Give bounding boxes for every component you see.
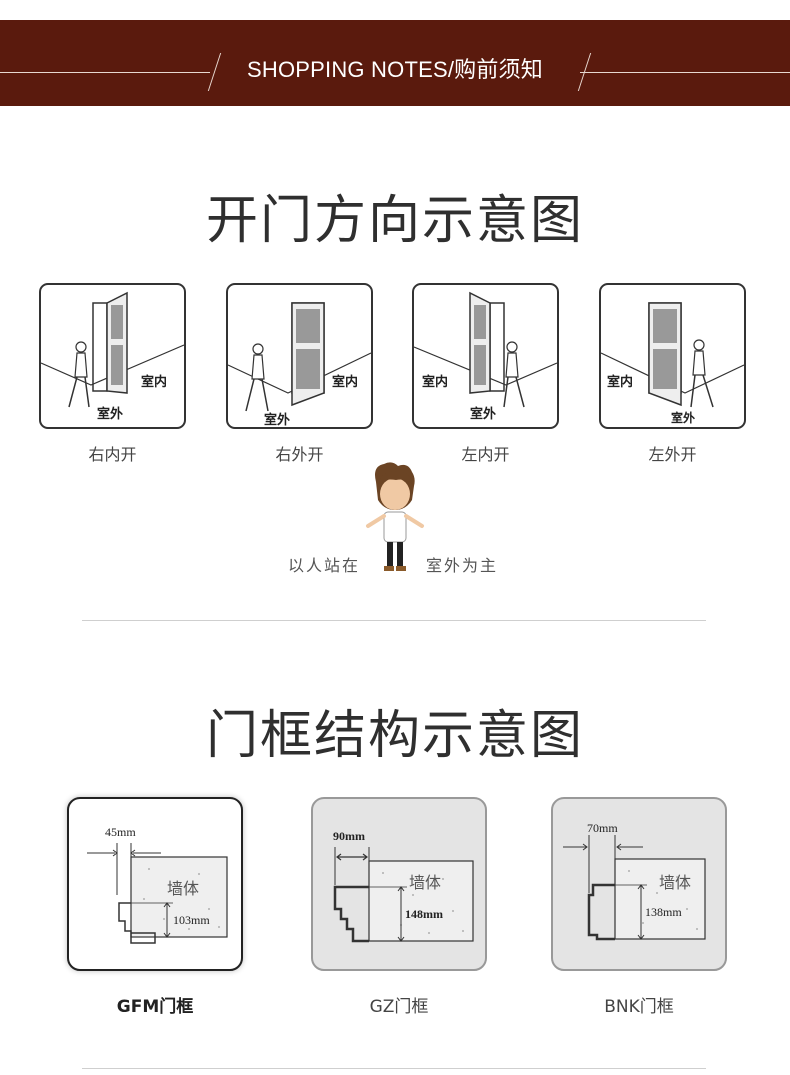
frame-diagram-gz [333, 847, 474, 943]
wall-label: 墙体 [167, 879, 200, 898]
door-card-right-in: 室内 室外 [39, 283, 186, 429]
wall-label: 墙体 [659, 873, 692, 892]
door-diagram-right-out [228, 302, 371, 412]
door-card-left-in: 室内 室外 [412, 283, 559, 429]
banner-right-line [580, 72, 790, 73]
door-card-right-out: 室内 室外 [226, 283, 373, 429]
door-caption-left-out: 左外开 [648, 445, 697, 464]
frame-diagram-gfm [87, 843, 228, 944]
label-outside: 室外 [671, 411, 696, 425]
depth-label: 148mm [405, 907, 443, 921]
depth-label: 103mm [173, 913, 210, 927]
door-diagram-right-in [41, 291, 184, 408]
width-label: 70mm [587, 821, 618, 835]
frame-card-bnk[interactable]: 70mm 墙体 138mm [551, 797, 727, 971]
width-label: 90mm [333, 829, 365, 843]
banner-left-line [0, 72, 210, 73]
section-divider [82, 620, 706, 621]
door-caption-left-in: 左内开 [461, 445, 510, 464]
banner-title: SHOPPING NOTES/购前须知 [247, 57, 543, 82]
standing-person-icon [366, 462, 424, 571]
frame-caption-bnk: BNK门框 [604, 997, 674, 1017]
frame-caption-gz: GZ门框 [369, 997, 429, 1017]
label-inside: 室内 [422, 375, 449, 390]
door-frame-title: 门框结构示意图 [205, 706, 584, 766]
label-inside: 室内 [607, 375, 634, 390]
label-inside: 室内 [141, 375, 168, 390]
label-outside: 室外 [470, 407, 497, 422]
door-caption-right-out: 右外开 [275, 445, 324, 464]
frame-caption-gfm: GFM门框 [116, 997, 194, 1017]
depth-label: 138mm [645, 905, 682, 919]
frame-card-gfm[interactable]: 45mm 墙体 103mm [67, 797, 243, 971]
bottom-divider [82, 1068, 706, 1069]
width-label: 45mm [105, 825, 136, 839]
label-inside: 室内 [332, 375, 359, 390]
shopping-notes-banner: SHOPPING NOTES/购前须知 [0, 20, 790, 106]
door-diagram-left-in [414, 291, 557, 408]
door-caption-right-in: 右内开 [88, 445, 137, 464]
door-direction-title: 开门方向示意图 [205, 191, 584, 251]
wall-label: 墙体 [409, 873, 442, 892]
label-outside: 室外 [97, 407, 124, 422]
frame-diagram-bnk [563, 835, 706, 941]
door-diagram-left-out [601, 302, 744, 408]
door-card-left-out: 室内 室外 [599, 283, 746, 429]
label-outside: 室外 [264, 413, 291, 428]
standing-note-right: 室外为主 [426, 556, 499, 575]
standing-note-left: 以人站在 [288, 556, 361, 575]
frame-card-gz[interactable]: 90mm 墙体 148mm [311, 797, 487, 971]
